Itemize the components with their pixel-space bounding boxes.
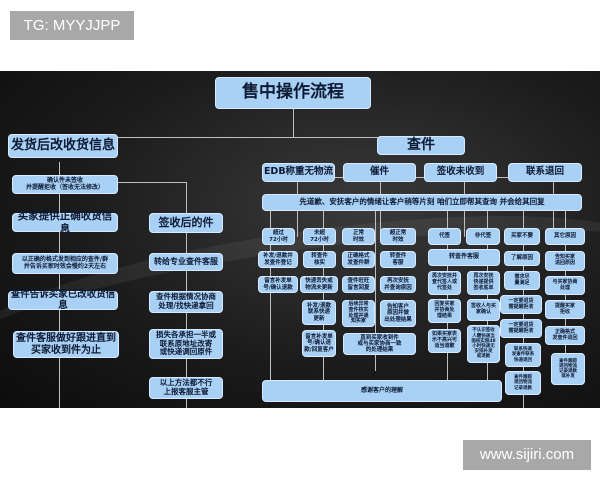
node-ret-format-return: 正确格式 发查件退回 <box>545 326 585 345</box>
node-ret-reason: 了解原因 <box>504 251 540 266</box>
node-snr-nonproxy: 非代签 <box>466 228 500 245</box>
node-snr-receipt: 再次安抚 快递提供 签收底单 <box>467 271 500 295</box>
node-snr-apologize: 如果买家表 示不高兴可 适当道歉 <box>428 329 461 353</box>
node-change-address: 发货后改收货信息 <box>8 134 118 158</box>
node-urge-send-group: 正确格式 发查件群 <box>342 251 375 268</box>
node-edb-reship-contact: 补发/退款 联系快递 更新 <box>302 300 336 325</box>
node-snr-proxy: 代签 <box>428 228 461 245</box>
node-urge-normal: 正常 时效 <box>342 228 375 245</box>
node-escalate: 以上方法都不行 上报客服主管 <box>149 377 223 399</box>
node-urge-inform: 告知客户 原因并做 出处理结果 <box>380 300 416 327</box>
node-urge-wangwang: 查件旺旺 留言回复 <box>342 276 375 293</box>
node-edb-over72: 超过 72小时 <box>262 228 295 245</box>
node-ret-negotiate: 与买家协商 处理 <box>545 276 585 295</box>
node-cat-edb: EDB称重无物流 <box>262 163 335 182</box>
node-cat-signed-not-received: 签收未收到 <box>424 163 497 182</box>
node-ret-buyer-refuse: 买家不要 <box>504 228 540 245</box>
node-edb-lost: 快递丢失或 物流未更新 <box>300 276 338 293</box>
node-edb-under72: 未超 72小时 <box>303 228 336 245</box>
node-snr-confirm: 签收人与买 家确认 <box>467 299 500 321</box>
node-snr-proxy-check: 再次安抚并 查代签人或 代签处 <box>428 271 461 295</box>
watermark-tag-top: TG: MYYJJPP <box>10 11 134 40</box>
node-thanks: 感谢客户的理解 <box>262 380 502 402</box>
node-ret-inform-reason: 告知买家 退回原因 <box>545 251 585 271</box>
node-share-loss: 损失各承担一半或 联系原地址改寄 或快递调回原件 <box>149 329 223 359</box>
node-transfer-cs: 转给专业查件客服 <box>149 253 223 271</box>
node-apology: 先道歉、安抚客户的情绪让客户稍等片刻 咱们立即帮其查询 并会给其回复 <box>262 194 582 211</box>
node-confirm-unsigned: 确认件未签收 并提醒拒收（签收无法修改） <box>12 175 118 194</box>
node-send-format: 以正确的格式发到相应的查件/群 并告诉买家时效会慢约2天左右 <box>12 253 118 274</box>
node-follow-up: 查件客服做好跟进直到 买家收到件为止 <box>13 331 119 358</box>
node-urge-followup: 后续异常 查件核实 处理并通 知买家 <box>342 300 375 327</box>
node-ret-must-return-2: 一定要退货 需提醒拒收 <box>500 319 542 338</box>
node-signed-parcel: 签收后的件 <box>149 213 223 233</box>
node-negotiate: 查件根据情况协商 处理/找快递拿回 <box>149 291 223 313</box>
node-snr-transfer: 转查件客服 <box>428 249 500 266</box>
node-query: 查件 <box>377 136 465 155</box>
chart-title: 售中操作流程 <box>215 77 371 109</box>
node-ret-other: 其它原因 <box>545 228 585 245</box>
node-cat-return: 联系退回 <box>508 163 582 182</box>
node-urge-over: 超正常 时效 <box>380 228 416 245</box>
node-ret-satisfy: 需求尽 量满足 <box>504 271 540 290</box>
node-urge-merge: 直到买家收到件 或与买家协商一致 的处理结果 <box>343 333 416 355</box>
node-ret-track-refund: 查件跟踪 退回物流 记录退款 <box>505 371 541 395</box>
node-cat-urge: 催件 <box>343 163 416 182</box>
node-ret-contact-express: 联系快递 发查件联系 快递退回 <box>505 343 541 367</box>
node-buyer-correct-info: 买家提供正确收货信息 <box>12 210 118 235</box>
node-ret-track-reship: 查件跟踪 退回物流 记录退款 或补发 <box>551 353 585 385</box>
node-urge-reassure: 再次安抚 并查询原因 <box>380 276 416 293</box>
node-ret-remind-refuse: 提醒买家 拒收 <box>545 300 585 319</box>
node-snr-unknown-signer: 不认识签收 人需快递当 面核实超48 小时快递无 安排补发 或退款 <box>467 325 500 363</box>
node-urge-transfer: 转查件 客服 <box>380 251 416 268</box>
watermark-site: www.sijiri.com <box>463 440 591 470</box>
node-snr-proxy-reply: 回复买家 并协商处 理结果 <box>428 299 461 323</box>
node-edb-verify: 转查件 核实 <box>303 251 336 268</box>
node-ret-must-return-1: 一定要退货 需提醒拒收 <box>500 295 542 314</box>
node-told-changed: 查件告诉买家已改收货信息 <box>8 289 118 310</box>
node-edb-leave-msg: 留言补发单 号/确认退款 <box>258 276 298 293</box>
node-edb-reship-register: 补发/退款并 发查件登记 <box>258 251 298 268</box>
flowchart-panel: 售中操作流程 发货后改收货信息 确认件未签收 并提醒拒收（签收无法修改） 买家提… <box>0 71 600 408</box>
node-edb-reply: 留言补发单 号/确认退 款/回复客户 <box>302 330 336 357</box>
